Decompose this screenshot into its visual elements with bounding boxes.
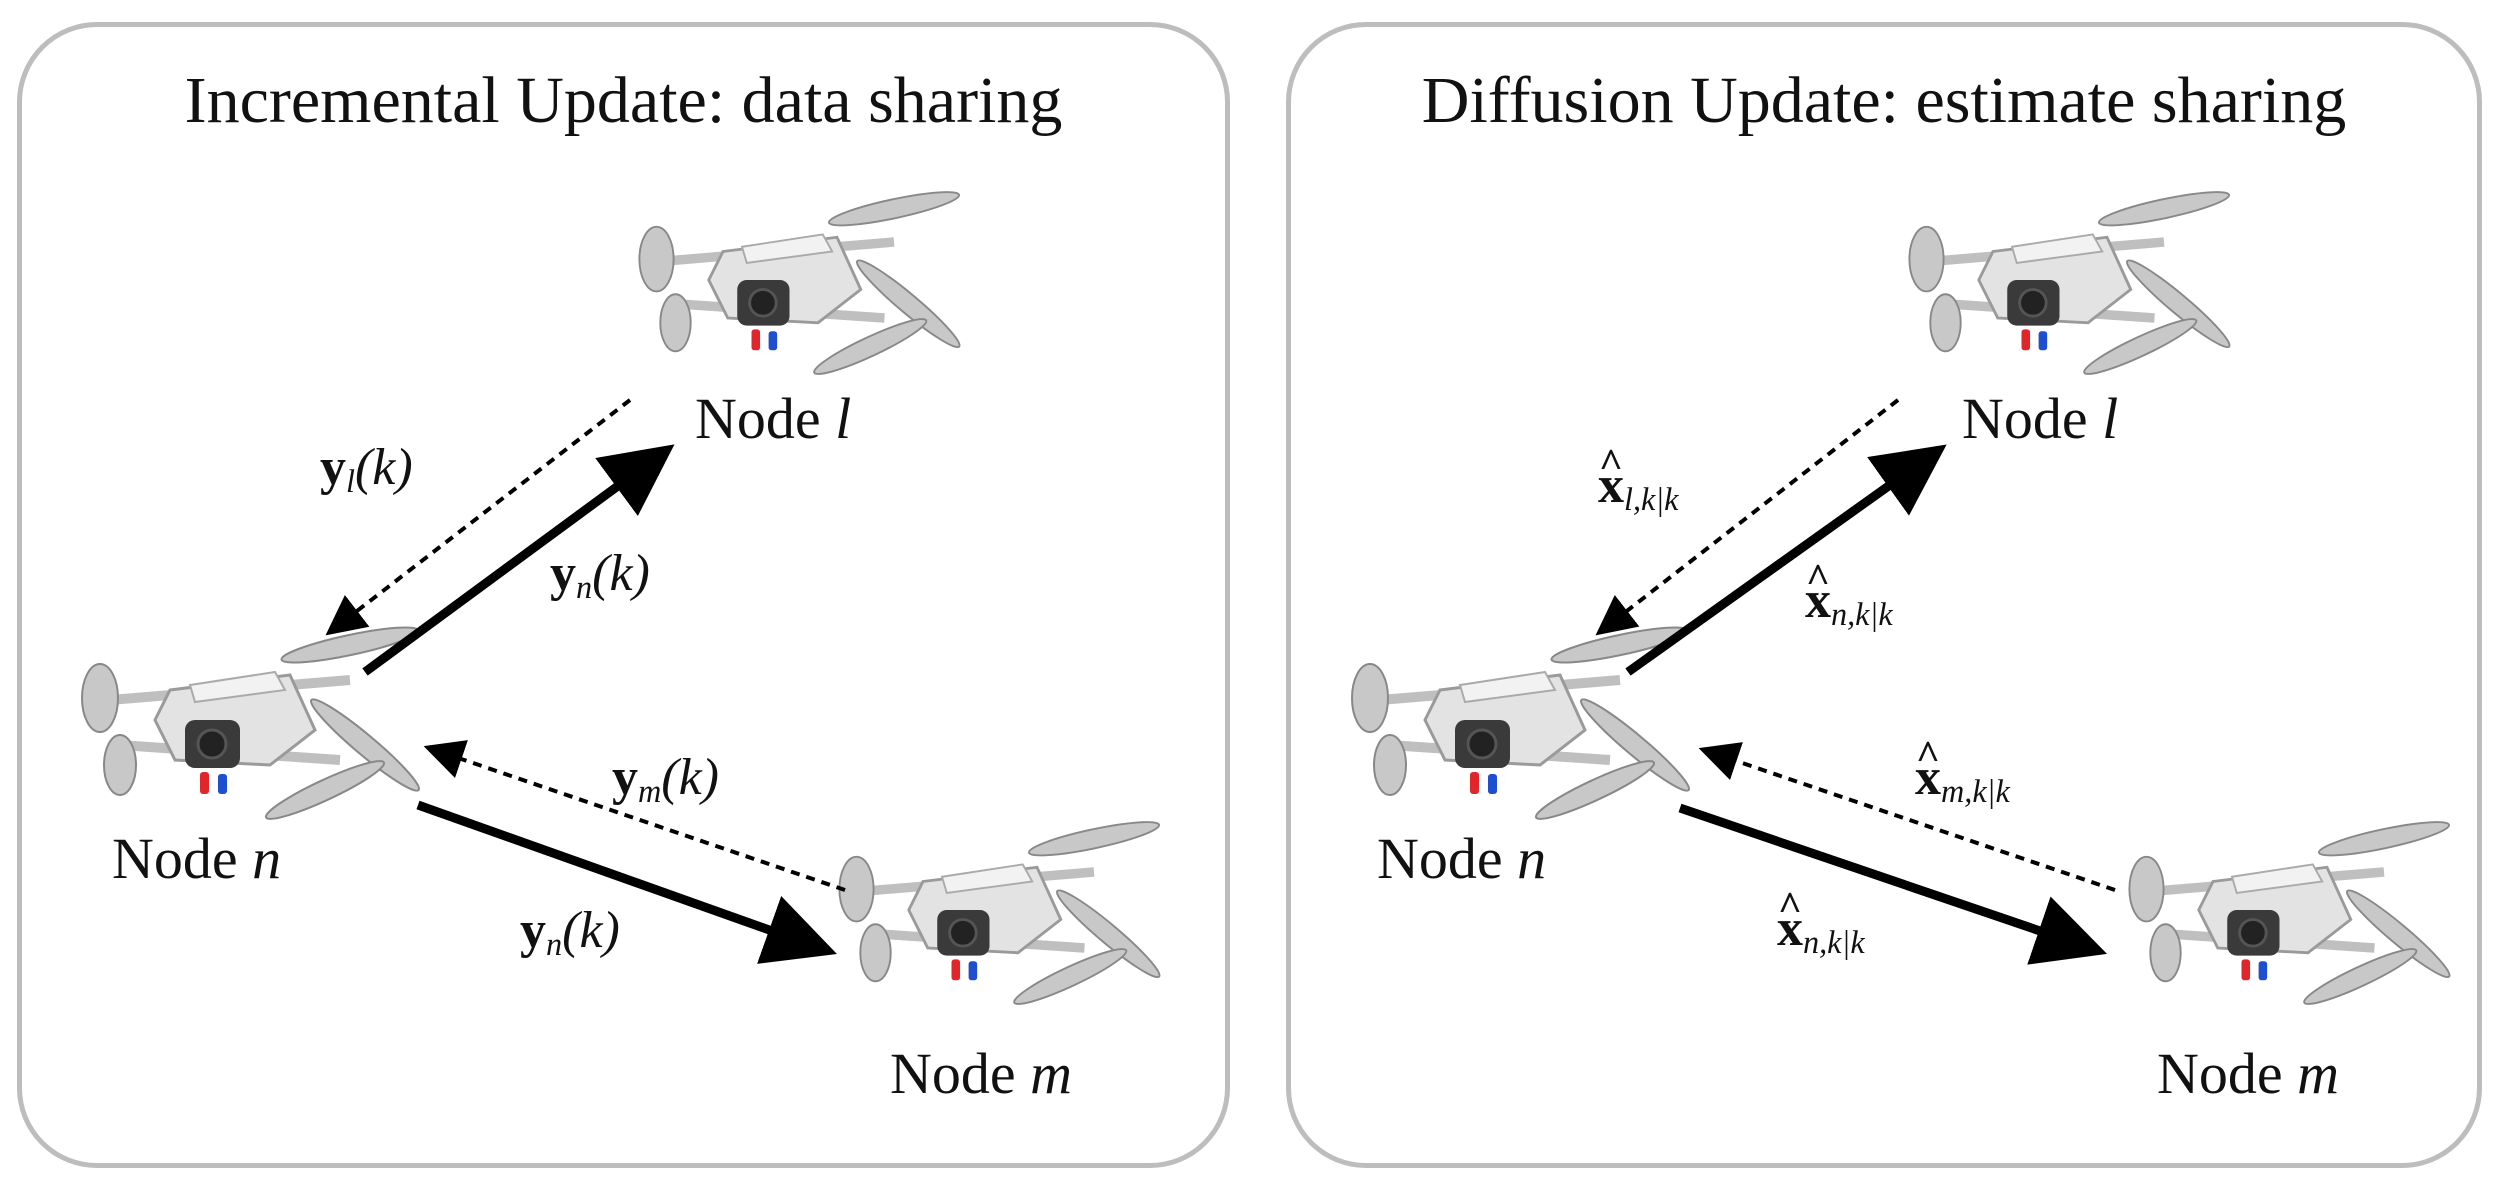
node-label-l: Node l bbox=[695, 386, 852, 451]
incremental-update-panel: Incremental Update: data sharing bbox=[17, 22, 1230, 1168]
arrow-l-to-n bbox=[1595, 398, 1900, 636]
node-label-m: Node m bbox=[890, 1041, 1073, 1106]
arrow-m-to-n bbox=[423, 740, 846, 892]
message-x-n-down: xn,k|k bbox=[1777, 903, 1865, 959]
drone-node-n-icon bbox=[1352, 621, 1695, 827]
message-x-m: xm,k|k bbox=[1915, 752, 2010, 808]
diffusion-update-panel: Diffusion Update: estimate sharing bbox=[1286, 22, 2482, 1168]
arrow-m-to-n bbox=[1698, 742, 2116, 892]
drone-node-m-icon bbox=[2129, 816, 2455, 1012]
message-y-m: ym(k) bbox=[612, 749, 719, 810]
drone-node-l-icon bbox=[1909, 186, 2235, 382]
message-y-l: yl(k) bbox=[320, 439, 413, 500]
drone-node-m-icon bbox=[839, 816, 1165, 1012]
node-label-n: Node n bbox=[1377, 826, 1547, 891]
message-x-l: xl,k|k bbox=[1598, 460, 1679, 516]
node-label-n: Node n bbox=[112, 826, 282, 891]
panel-title: Incremental Update: data sharing bbox=[184, 64, 1063, 137]
arrow-n-to-l bbox=[362, 444, 675, 676]
arrow-n-to-l bbox=[1625, 444, 1947, 676]
node-label-l: Node l bbox=[1962, 386, 2119, 451]
drone-node-l-icon bbox=[639, 186, 965, 382]
panel-title: Diffusion Update: estimate sharing bbox=[1421, 64, 2347, 137]
message-y-n-up: yn(k) bbox=[550, 545, 650, 606]
node-label-m: Node m bbox=[2157, 1041, 2340, 1106]
arrow-n-to-m bbox=[416, 800, 837, 964]
message-x-n-up: xn,k|k bbox=[1805, 575, 1893, 631]
message-y-n-down: yn(k) bbox=[520, 902, 620, 963]
arrow-l-to-n bbox=[325, 398, 632, 636]
arrow-n-to-m bbox=[1678, 803, 2108, 965]
drone-node-n-icon bbox=[82, 621, 425, 827]
